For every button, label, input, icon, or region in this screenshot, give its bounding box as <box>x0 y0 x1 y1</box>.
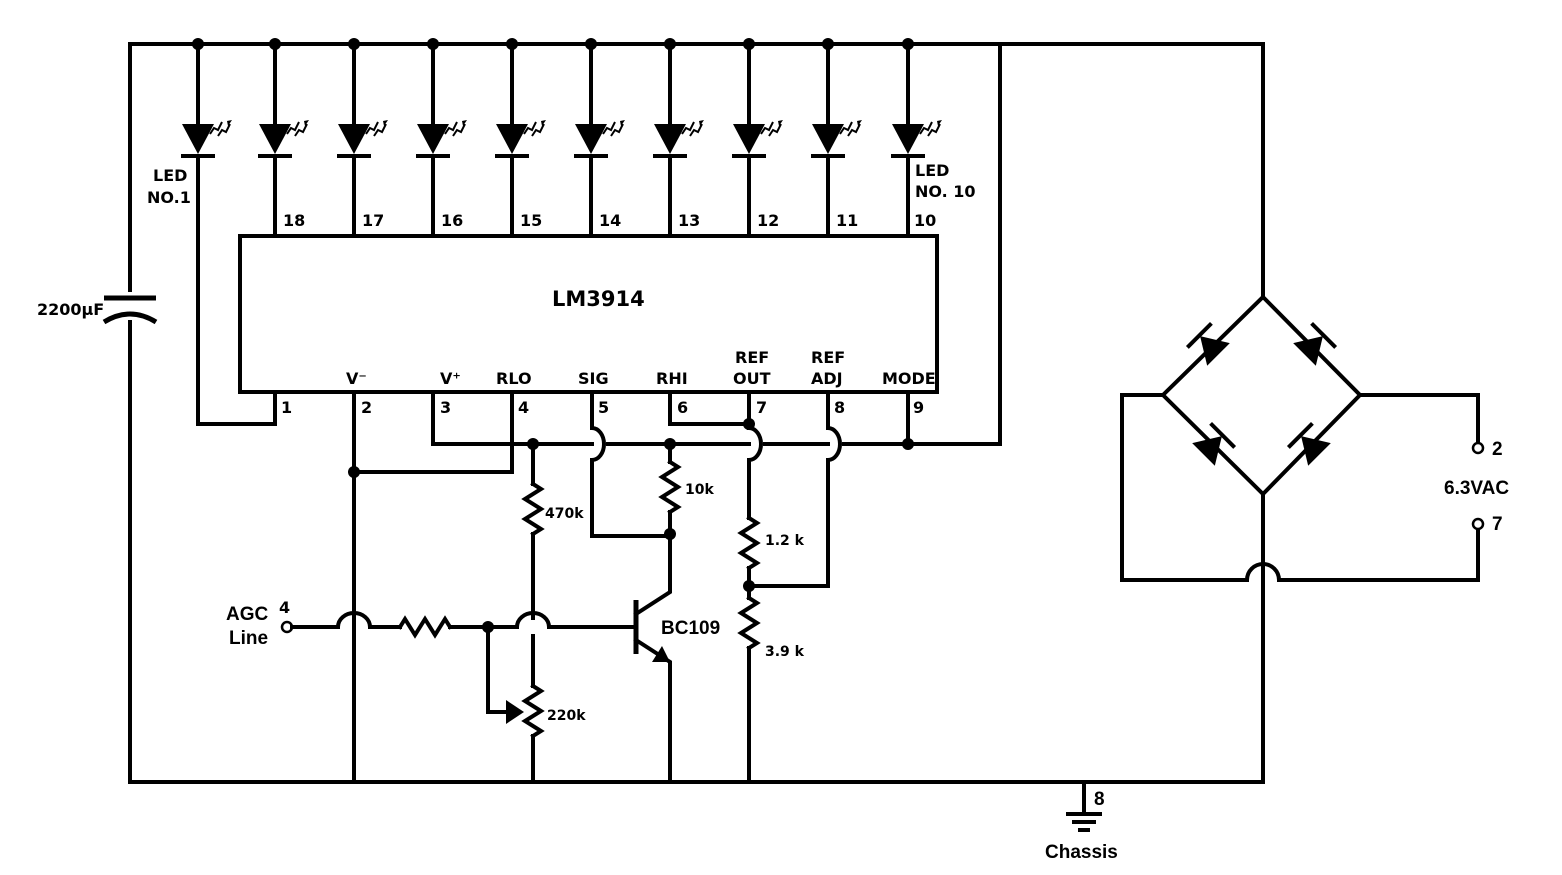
led-10-label: LED NO. 10 <box>915 161 976 201</box>
agc-pin-number: 4 <box>279 598 290 617</box>
resistor-10k: 10k <box>658 442 714 540</box>
pin-4-label: RLO <box>496 369 532 388</box>
pin-6: 6 <box>677 398 688 417</box>
r-3-9k-label: 3.9 k <box>765 644 805 660</box>
led-10 <box>889 38 944 238</box>
lm3914-ic: LM3914 18 17 16 15 14 13 12 11 10 1 2 3 … <box>238 211 939 417</box>
pin-6-label: RHI <box>656 369 688 388</box>
led-7 <box>651 38 706 238</box>
pin-2: 2 <box>361 398 372 417</box>
filter-capacitor: 2200µF <box>37 295 158 325</box>
pin-4: 4 <box>518 398 529 417</box>
led-6 <box>572 38 627 238</box>
chassis-pin-number: 8 <box>1094 789 1105 810</box>
pin-wiring <box>348 390 914 784</box>
transistor-bc109: BC109 <box>633 534 720 784</box>
ac-pin-2: 2 <box>1492 439 1503 460</box>
pin-16: 16 <box>441 211 463 230</box>
ac-input: 2 7 6.3VAC <box>1444 439 1509 535</box>
led-4 <box>414 38 469 238</box>
transistor-label: BC109 <box>661 618 720 639</box>
led-5 <box>493 38 548 238</box>
led-9 <box>809 38 864 238</box>
potentiometer-220k: 220k <box>486 625 586 784</box>
led-3 <box>335 38 390 238</box>
pin-13: 13 <box>678 211 700 230</box>
pin-9-label: MODE <box>882 369 936 388</box>
ac-terminal-7[interactable] <box>1471 517 1485 531</box>
led-bar: LED NO.1 LED NO. 10 <box>147 38 976 426</box>
r-470k-label: 470k <box>545 506 584 522</box>
led-1-label: LED NO.1 <box>147 166 193 207</box>
ac-pin-7: 7 <box>1492 514 1503 535</box>
pot-220k-label: 220k <box>547 708 586 724</box>
r-1-2k-label: 1.2 k <box>765 533 805 549</box>
ic-name: LM3914 <box>552 287 645 311</box>
pin-5: 5 <box>598 398 609 417</box>
pin-11: 11 <box>836 211 858 230</box>
ac-voltage-label: 6.3VAC <box>1444 478 1509 499</box>
pin-8: 8 <box>834 398 845 417</box>
pin-17: 17 <box>362 211 384 230</box>
capacitor-value: 2200µF <box>37 300 104 319</box>
pin-10: 10 <box>914 211 936 230</box>
pin-18: 18 <box>283 211 305 230</box>
pin-15: 15 <box>520 211 542 230</box>
chassis-label: Chassis <box>1045 842 1118 863</box>
pin-3-label: V⁺ <box>440 369 461 388</box>
bridge-rectifier <box>1120 294 1480 784</box>
r-10k-label: 10k <box>685 482 714 498</box>
top-supply-rail <box>128 42 1265 784</box>
pin-3: 3 <box>440 398 451 417</box>
pin-7: 7 <box>756 398 767 417</box>
pin-12: 12 <box>757 211 779 230</box>
resistor-470k: 470k <box>521 442 584 620</box>
agc-label: AGC Line <box>226 604 274 649</box>
pin-5-label: SIG <box>578 369 609 388</box>
pin-1: 1 <box>281 398 292 417</box>
ac-terminal-2[interactable] <box>1471 441 1485 455</box>
chassis-ground: 8 Chassis <box>1045 780 1118 863</box>
led-2 <box>256 38 311 238</box>
pin-14: 14 <box>599 211 621 230</box>
led-1 <box>179 38 277 426</box>
pin-9: 9 <box>913 398 924 417</box>
pin-2-label: V⁻ <box>346 369 367 388</box>
agc-input: 4 AGC Line <box>226 598 634 649</box>
led-8 <box>730 38 785 238</box>
resistor-1-2k: 1.2 k <box>737 515 805 600</box>
resistor-3-9k: 3.9 k <box>737 595 805 784</box>
